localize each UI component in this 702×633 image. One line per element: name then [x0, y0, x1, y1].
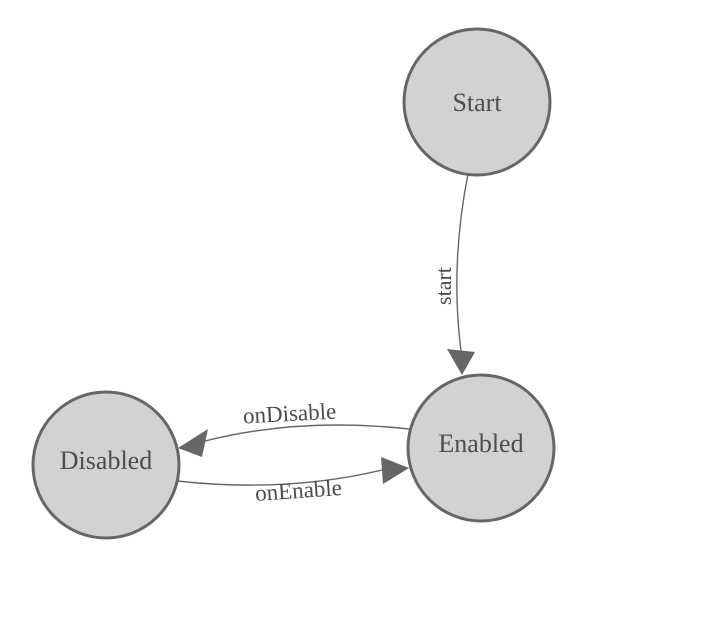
state-circle-start [402, 27, 552, 177]
edge-label-start: start [431, 267, 456, 305]
edge-label-ondisable: onDisable [242, 399, 336, 429]
edge-line-start [456, 173, 469, 352]
arrowhead-right-icon [381, 457, 409, 484]
edge-label-onenable: onEnable [254, 475, 342, 506]
edge-enabled-to-disabled: onDisable [178, 399, 410, 457]
edge-line-onenable [176, 469, 383, 486]
state-node-enabled: Enabled [406, 373, 556, 523]
edge-line-ondisable [204, 424, 410, 442]
state-circle-disabled [31, 390, 181, 540]
edge-disabled-to-enabled: onEnable [176, 457, 409, 506]
state-node-start: Start [402, 27, 552, 177]
arrowhead-left-icon [178, 429, 208, 457]
state-node-disabled: Disabled [31, 390, 181, 540]
arrowhead-down-icon [447, 349, 475, 375]
state-circle-enabled [406, 373, 556, 523]
edge-start-to-enabled: start [431, 173, 475, 375]
state-label-start: Start [452, 88, 502, 117]
state-label-enabled: Enabled [438, 429, 523, 458]
state-label-disabled: Disabled [60, 446, 152, 475]
